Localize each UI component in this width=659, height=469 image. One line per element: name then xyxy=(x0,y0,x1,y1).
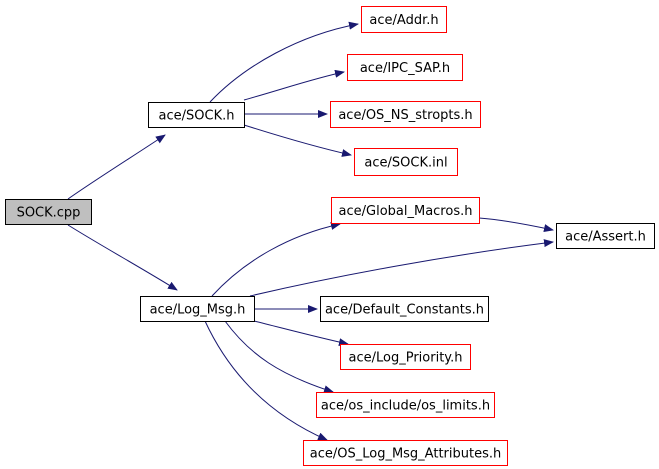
node-box xyxy=(347,54,463,81)
node-box xyxy=(330,101,481,128)
nodes: SOCK.cpp ace/SOCK.h ace/Addr.h ace/IPC_SAP.… xyxy=(5,6,655,466)
node-label: ace/Default_Constants.h xyxy=(325,303,484,318)
node-label: ace/os_include/os_limits.h xyxy=(321,399,490,414)
node-box xyxy=(320,296,489,322)
node-box xyxy=(354,148,458,176)
node-global_macros_h[interactable]: ace/Global_Macros.h xyxy=(331,197,480,224)
node-label: ace/IPC_SAP.h xyxy=(360,61,450,76)
node-os_limits_h[interactable]: ace/os_include/os_limits.h xyxy=(316,392,495,418)
node-assert_h[interactable]: ace/Assert.h xyxy=(556,223,655,249)
edge-sock_h-to-addr_h xyxy=(209,21,359,103)
edge-log_msg_h-to-global_macros_h xyxy=(211,222,341,297)
edge-sock_cpp-to-sock_h xyxy=(67,134,166,200)
node-box xyxy=(340,344,471,370)
edge-sock_h-to-ipc_sap_h xyxy=(243,69,345,101)
node-default_constants_h[interactable]: ace/Default_Constants.h xyxy=(320,296,489,322)
node-box xyxy=(5,199,92,225)
node-os_log_msg_attributes_h[interactable]: ace/OS_Log_Msg_Attributes.h xyxy=(303,440,508,466)
node-log_msg_h[interactable]: ace/Log_Msg.h xyxy=(140,296,255,322)
node-label: ace/Log_Priority.h xyxy=(349,351,463,366)
node-sock_cpp[interactable]: SOCK.cpp xyxy=(5,199,92,225)
node-box xyxy=(331,197,480,224)
node-label: ace/Addr.h xyxy=(369,13,438,28)
node-label: ace/Global_Macros.h xyxy=(339,204,473,219)
node-label: ace/SOCK.inl xyxy=(364,156,447,171)
node-log_priority_h[interactable]: ace/Log_Priority.h xyxy=(340,344,471,370)
edge-log_msg_h-to-assert_h xyxy=(249,239,554,297)
node-label: ace/SOCK.h xyxy=(159,109,235,124)
edge-log_msg_h-to-os_log_msg_attributes_h xyxy=(204,320,328,441)
edge-sock_h-to-sock_inl xyxy=(243,124,352,157)
edge-sock_cpp-to-log_msg_h xyxy=(67,224,178,291)
node-addr_h[interactable]: ace/Addr.h xyxy=(361,6,447,33)
edge-log_msg_h-to-os_limits_h xyxy=(224,320,334,394)
node-label: ace/Log_Msg.h xyxy=(150,303,246,318)
node-box xyxy=(316,392,495,418)
edge-log_msg_h-to-log_priority_h xyxy=(253,320,349,347)
node-sock_h[interactable]: ace/SOCK.h xyxy=(148,102,245,128)
node-label: ace/Assert.h xyxy=(565,230,646,245)
node-ipc_sap_h[interactable]: ace/IPC_SAP.h xyxy=(347,54,463,81)
node-os_ns_stropts_h[interactable]: ace/OS_NS_stropts.h xyxy=(330,101,481,128)
edge-global_macros_h-to-assert_h xyxy=(478,217,554,232)
node-box xyxy=(361,6,447,33)
node-label: ace/OS_NS_stropts.h xyxy=(338,108,472,123)
node-sock_inl[interactable]: ace/SOCK.inl xyxy=(354,148,458,176)
edges xyxy=(67,21,554,441)
node-box xyxy=(148,102,245,128)
node-box xyxy=(303,440,508,466)
node-label: SOCK.cpp xyxy=(17,206,81,221)
node-box xyxy=(140,296,255,322)
node-box xyxy=(556,223,655,249)
node-label: ace/OS_Log_Msg_Attributes.h xyxy=(310,447,501,462)
